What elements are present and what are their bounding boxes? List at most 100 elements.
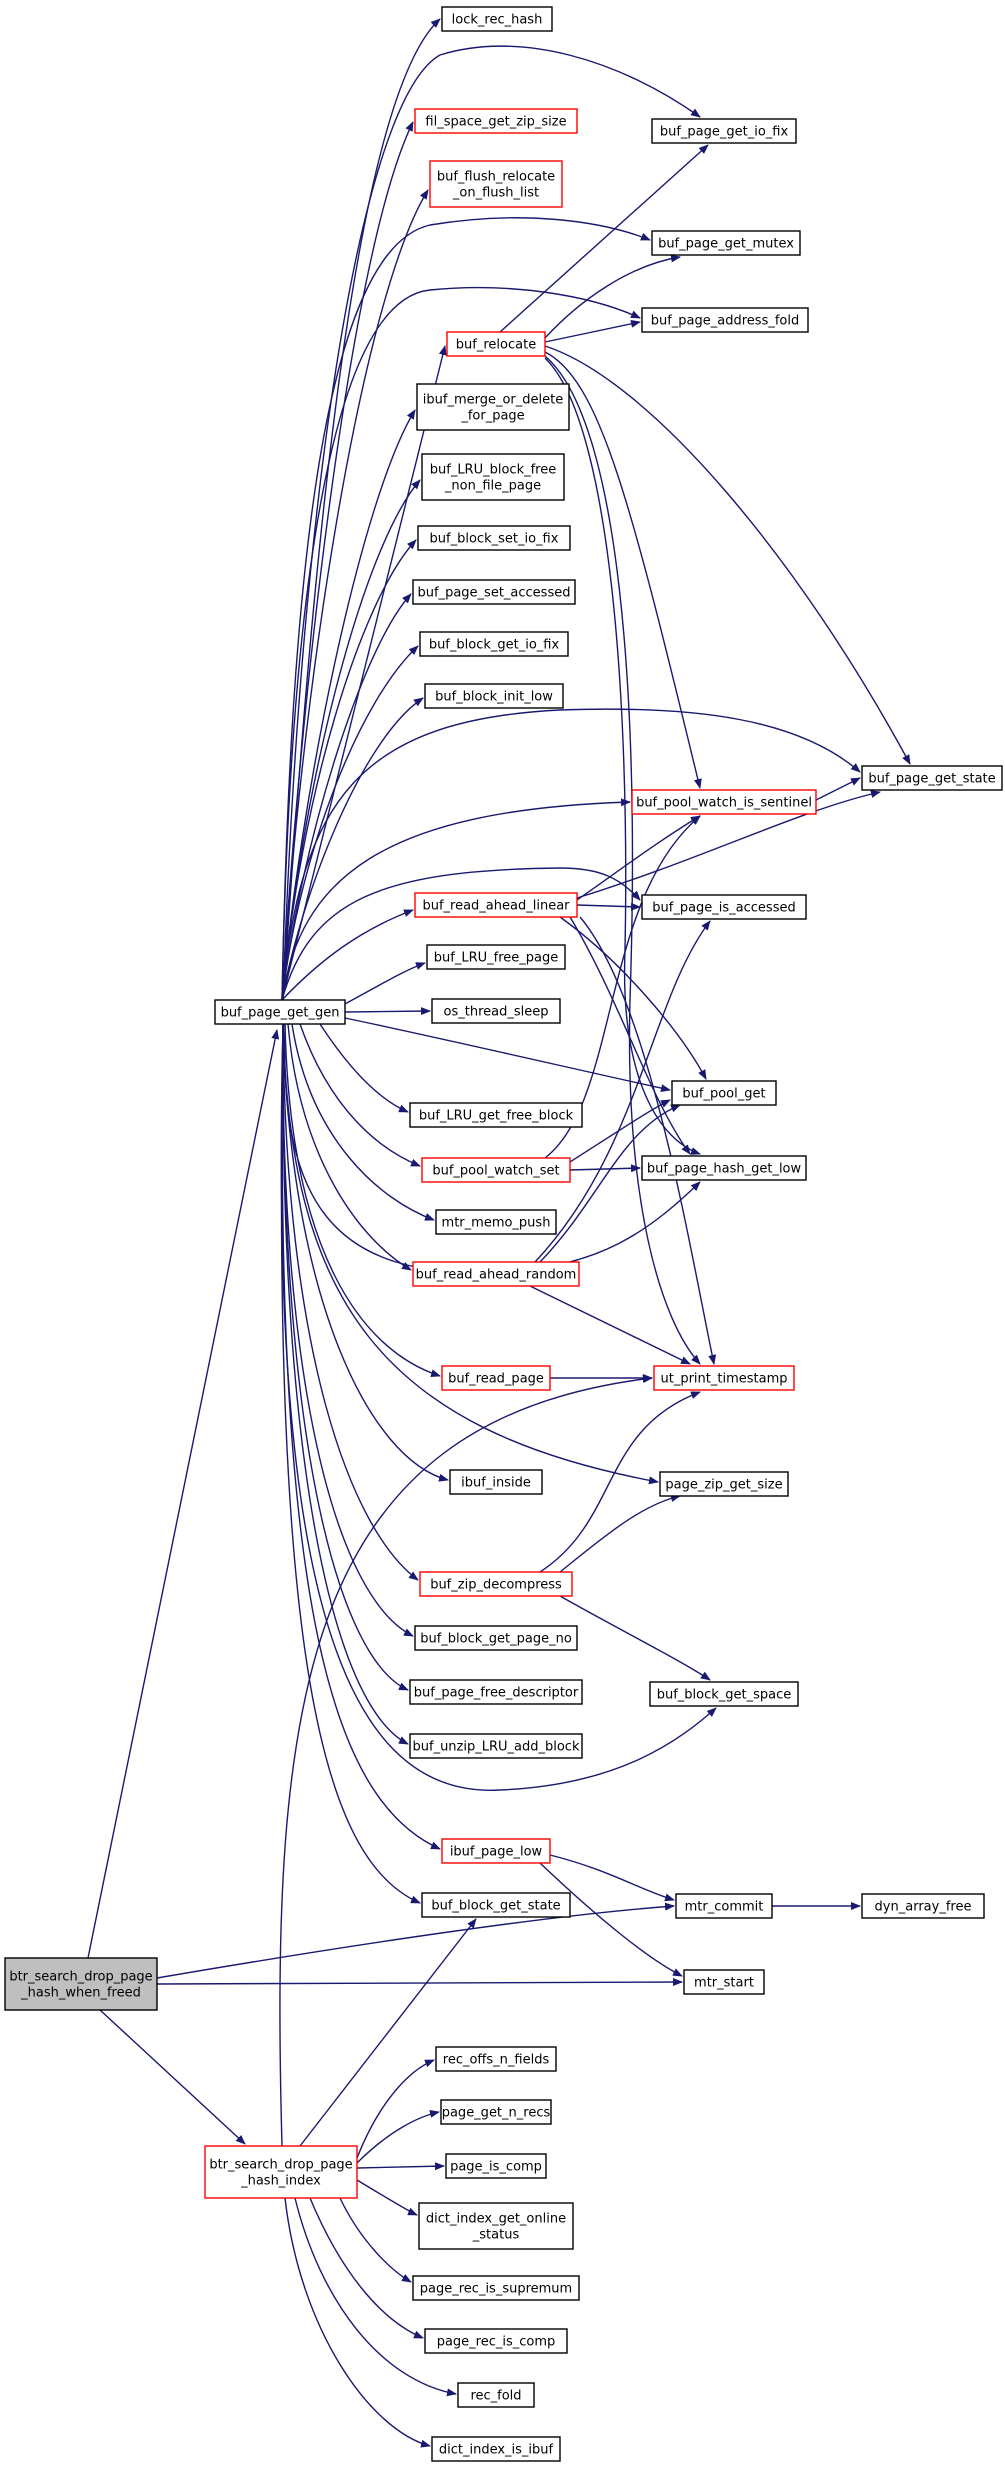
node-unzip-lru-add[interactable]: buf_unzip_LRU_add_block [409,1733,583,1759]
node-label: mtr_start [694,1976,754,1991]
node-block-get-io[interactable]: buf_block_get_io_fix [419,631,569,657]
node-mtr-memo-push[interactable]: mtr_memo_push [435,1209,557,1235]
node-ibuf-inside[interactable]: ibuf_inside [449,1469,543,1495]
node-os-sleep[interactable]: os_thread_sleep [431,998,561,1024]
node-box [659,1471,789,1497]
node-rec-fold[interactable]: rec_fold [457,2382,535,2408]
node-box [421,453,565,501]
node-get-io-fix[interactable]: buf_page_get_io_fix [651,118,797,144]
node-block-page-no[interactable]: buf_block_get_page_no [414,1625,578,1651]
node-drop-index[interactable]: btr_search_drop_page_hash_index [204,2145,358,2199]
node-box [675,1893,773,1919]
node-label: buf_page_set_accessed [418,586,571,601]
edge-gen-to-read_ahead_rand [287,1023,412,1271]
node-label: buf_LRU_block_free [430,463,556,478]
node-lock-rec-hash[interactable]: lock_rec_hash [441,6,553,32]
node-pool-get[interactable]: buf_pool_get [671,1080,777,1106]
edge-read_ahead_lin-to-get_state [576,790,881,899]
edge-gen-to-get_mutex [281,217,651,1001]
node-box [412,2275,580,2301]
node-read-page[interactable]: buf_read_page [441,1365,551,1391]
node-label: lock_rec_hash [452,13,543,28]
node-addr-fold[interactable]: buf_page_address_fold [641,307,809,333]
edge-gen-to-read_ahead_lin [281,909,414,1001]
node-block-init-low[interactable]: buf_block_init_low [424,683,564,709]
node-box [417,525,571,551]
node-box [204,2145,358,2199]
edge-read_ahead_lin-to-hash_get_low [569,916,691,1155]
node-label: btr_search_drop_page [9,1970,152,1985]
node-mtr-commit[interactable]: mtr_commit [675,1893,773,1919]
node-get-state[interactable]: buf_page_get_state [861,765,1003,791]
node-hash-get-low[interactable]: buf_page_hash_get_low [641,1155,807,1181]
node-is-accessed[interactable]: buf_page_is_accessed [641,894,807,920]
node-dict-ibuf[interactable]: dict_index_is_ibuf [431,2436,561,2462]
edge-ibuf_page_low-to-mtr_commit [549,1854,675,1902]
node-block-set-io[interactable]: buf_block_set_io_fix [417,525,571,551]
node-label: buf_read_ahead_random [416,1268,577,1283]
node-ibuf-page-low[interactable]: ibuf_page_low [441,1838,551,1864]
node-root[interactable]: btr_search_drop_page_hash_when_freed [4,1957,158,2011]
edge-root-to-mtr_commit [156,1902,675,1979]
node-label: _for_page [460,409,524,424]
node-label: buf_read_page [448,1372,544,1387]
node-box [861,765,1003,791]
node-flush-reloc[interactable]: buf_flush_relocate_on_flush_list [429,160,563,208]
edge-drop_index-to-rec_is_comp [309,2197,424,2339]
node-rec-is-comp[interactable]: page_rec_is_comp [424,2328,568,2354]
node-mtr-start[interactable]: mtr_start [683,1969,765,1995]
node-watch-sentinel[interactable]: buf_pool_watch_is_sentinel [631,789,817,815]
node-ibuf-merge[interactable]: ibuf_merge_or_delete_for_page [416,383,570,431]
edge-relocate-to-get_mutex [544,254,681,339]
edge-gen-to-watch_sentinel [281,798,631,1001]
node-label: buf_page_get_io_fix [660,125,789,140]
node-page-set-acc[interactable]: buf_page_set_accessed [412,579,576,605]
node-box [214,999,346,1025]
node-label: buf_block_get_page_no [420,1632,572,1647]
node-rec-offs[interactable]: rec_offs_n_fields [435,2046,557,2072]
node-zip-get-size[interactable]: page_zip_get_size [659,1471,789,1497]
node-label: buf_page_is_accessed [652,901,795,916]
edge-gen-to-pool_watch_set [299,1023,421,1167]
node-fil-space[interactable]: fil_space_get_zip_size [414,108,578,134]
node-page-n-recs[interactable]: page_get_n_recs [440,2099,552,2125]
node-ut-print-ts[interactable]: ut_print_timestamp [653,1365,795,1391]
node-label: buf_unzip_LRU_add_block [413,1740,580,1755]
edge-root-to-mtr_start [156,1978,683,1987]
node-box [431,998,561,1024]
node-lru-free-page[interactable]: buf_LRU_free_page [426,944,566,970]
node-box [414,1625,578,1651]
node-label: dyn_array_free [875,1900,972,1915]
node-lru-get-free[interactable]: buf_LRU_get_free_block [409,1102,583,1128]
edge-gen-to-fil_space [281,121,414,1001]
node-rec-supremum[interactable]: page_rec_is_supremum [412,2275,580,2301]
edge-root-to-gen [87,1029,280,1959]
node-zip-decomp[interactable]: buf_zip_decompress [419,1571,573,1597]
node-relocate[interactable]: buf_relocate [446,331,546,357]
node-dyn-free[interactable]: dyn_array_free [861,1893,985,1919]
edge-read_ahead_lin-to-is_accessed [576,902,641,911]
edge-gen-to-block_get_space [280,1023,717,1791]
node-read-ahead-rand[interactable]: buf_read_ahead_random [412,1261,580,1287]
node-label: buf_block_init_low [435,690,553,705]
node-box [446,331,546,357]
node-page-free-desc[interactable]: buf_page_free_descriptor [409,1679,583,1705]
edge-gen-to-read_page [284,1023,441,1378]
node-box [429,160,563,208]
edge-root-to-drop_index [99,2009,246,2145]
node-box [412,579,576,605]
node-gen[interactable]: buf_page_get_gen [214,999,346,1025]
node-get-mutex[interactable]: buf_page_get_mutex [651,230,801,256]
node-block-get-state[interactable]: buf_block_get_state [421,1892,571,1918]
node-dict-online[interactable]: dict_index_get_online_status [418,2202,574,2250]
node-read-ahead-lin[interactable]: buf_read_ahead_linear [414,892,578,918]
node-lru-block-free[interactable]: buf_LRU_block_free_non_file_page [421,453,565,501]
node-pool-watch-set[interactable]: buf_pool_watch_set [421,1157,571,1183]
node-block-get-space[interactable]: buf_block_get_space [649,1681,799,1707]
node-label: page_rec_is_comp [437,2335,556,2350]
node-page-is-comp[interactable]: page_is_comp [445,2153,547,2179]
node-box [641,1155,807,1181]
edge-gen-to-unzip_lru_add [282,1023,409,1745]
node-box [416,383,570,431]
node-label: page_rec_is_supremum [420,2282,572,2297]
